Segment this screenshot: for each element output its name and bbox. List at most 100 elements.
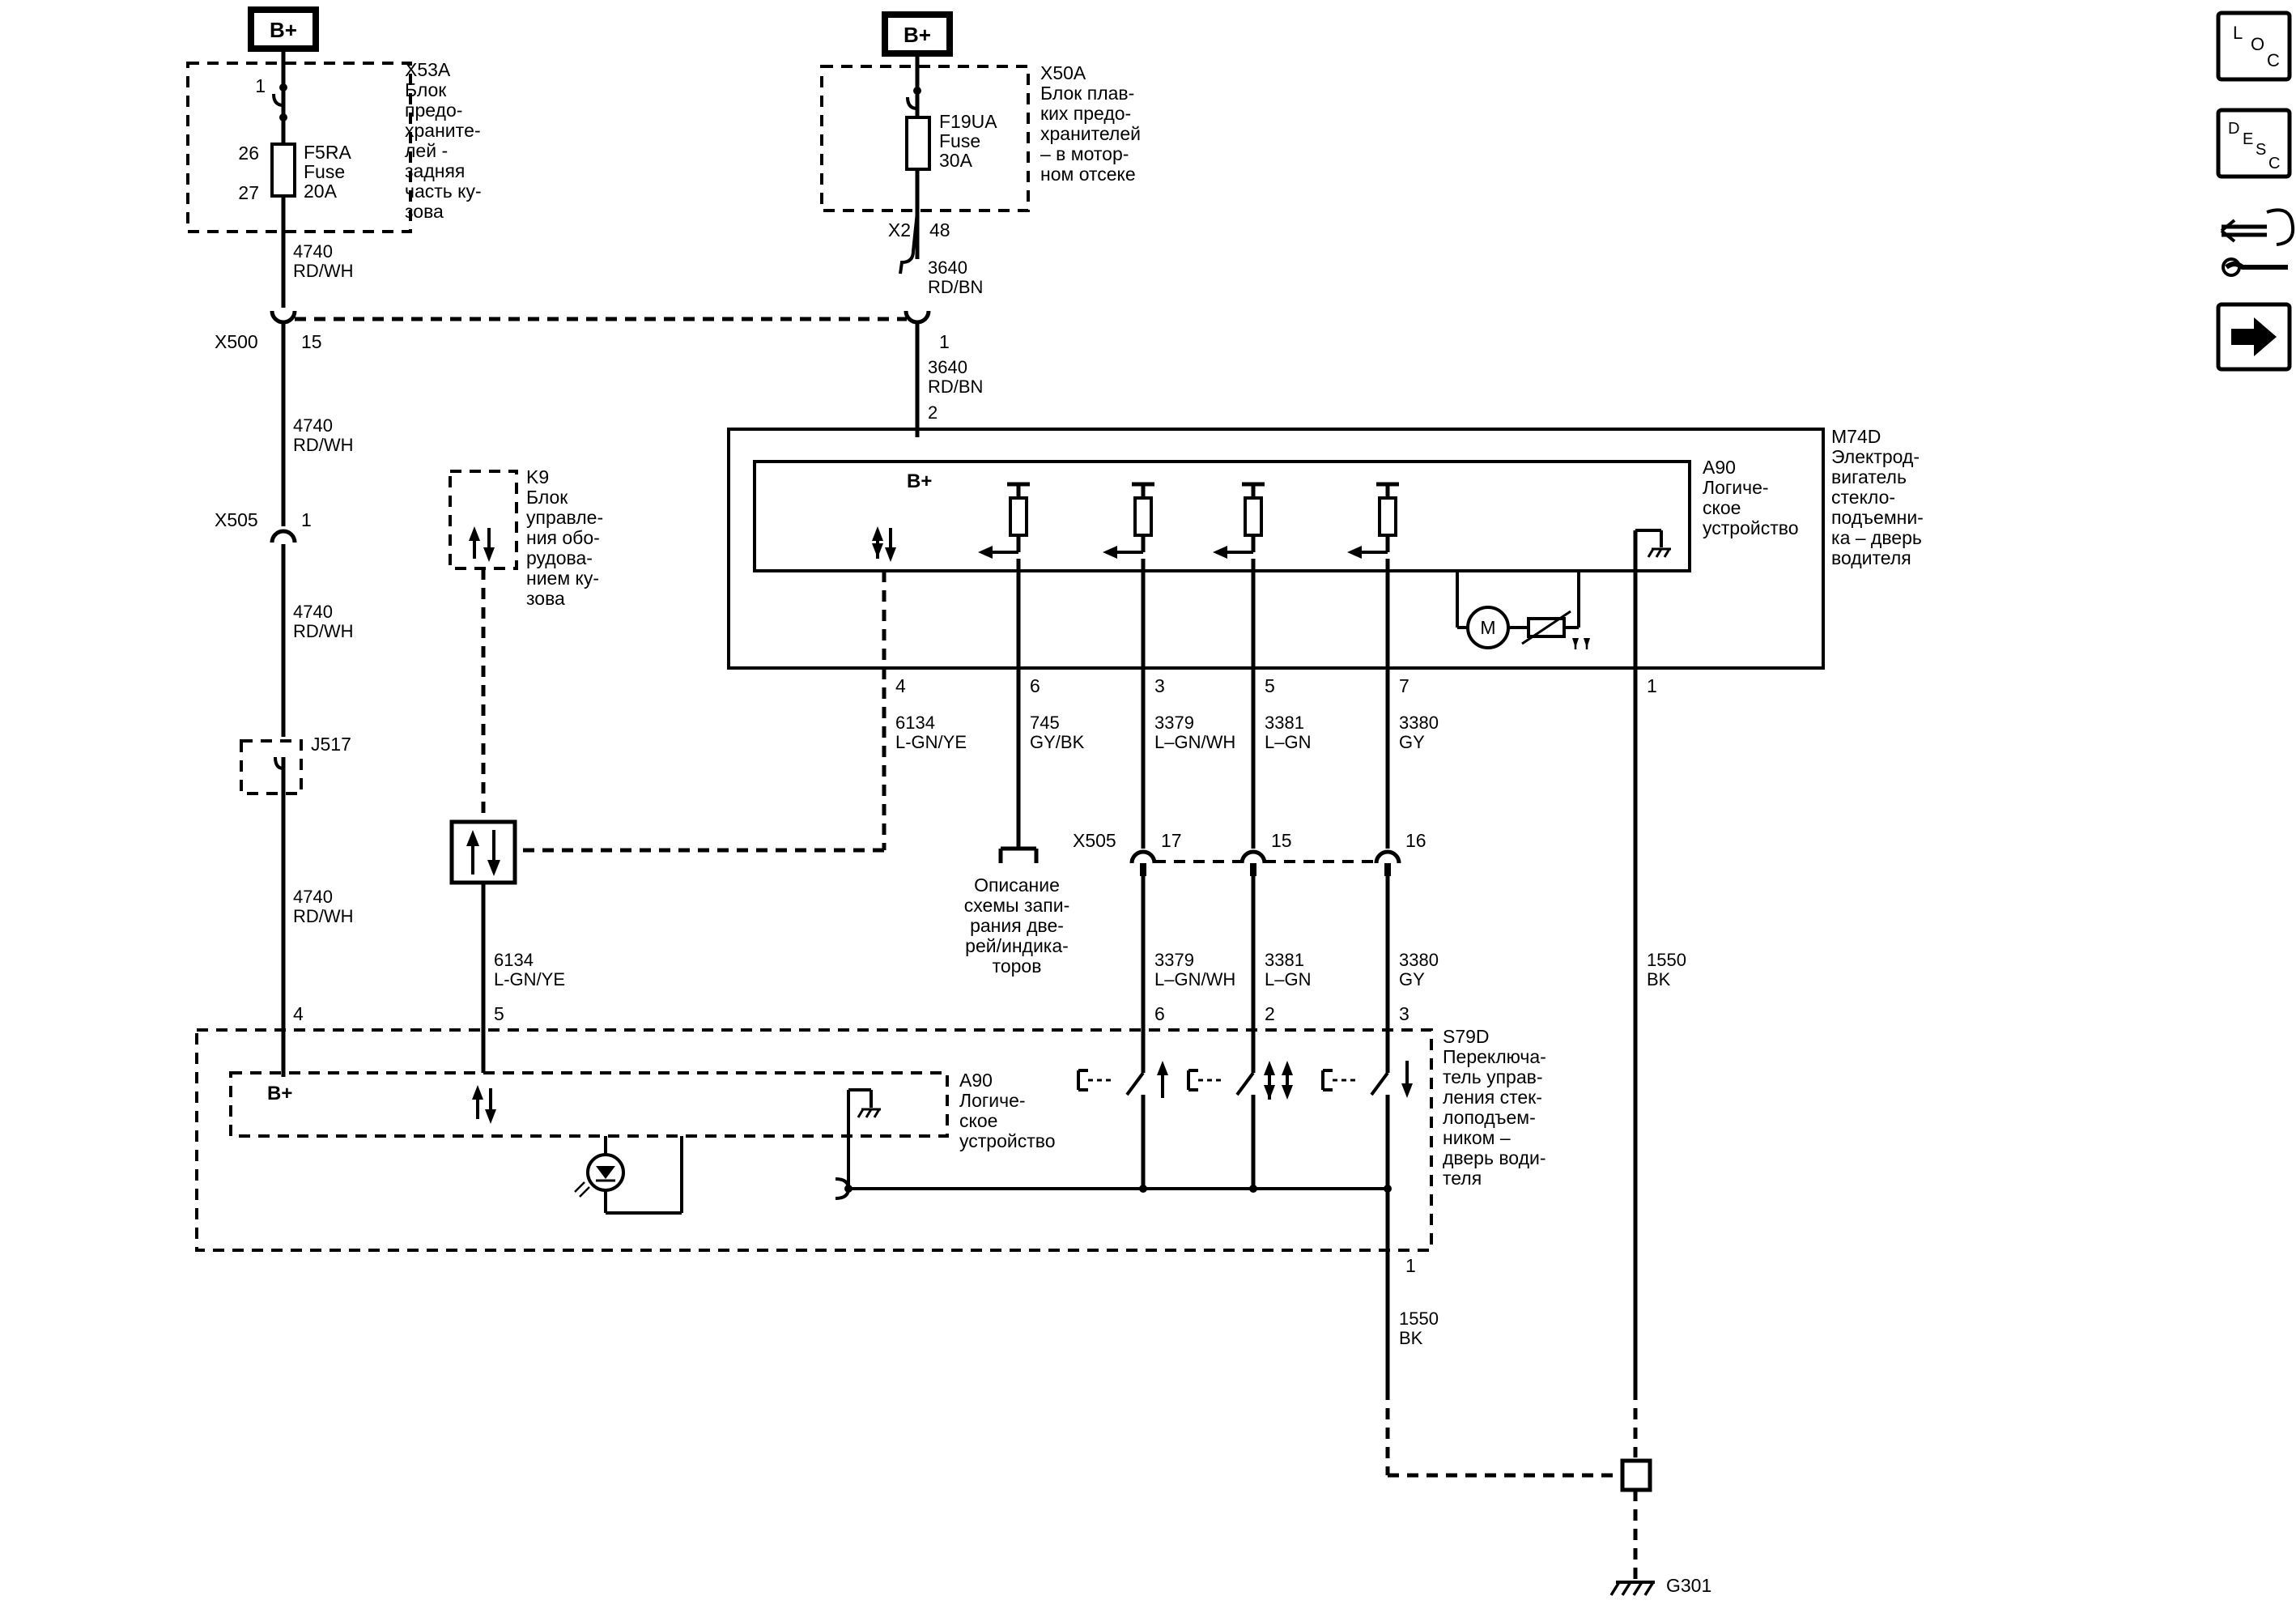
- m74d-pin-3: 3: [1154, 675, 1165, 696]
- svg-text:RD/BN: RD/BN: [928, 377, 983, 397]
- f5ra-fuse-type: Fuse: [304, 161, 345, 182]
- wire-3640-segment-1: 3640 RD/BN: [928, 257, 983, 297]
- g301-label: G301: [1666, 1575, 1711, 1596]
- x50a-fuse-block: F19UA Fuse 30A X50A Блок плав- ких предо…: [820, 53, 1141, 274]
- s79d-label: S79D: [1443, 1026, 1490, 1047]
- svg-text:торов: торов: [993, 955, 1042, 977]
- svg-text:– в мотор-: – в мотор-: [1040, 143, 1129, 164]
- input-resistor-pin-7: [1347, 482, 1399, 559]
- svg-text:3380: 3380: [1399, 713, 1439, 733]
- connector-repair-icon[interactable]: [2220, 208, 2295, 277]
- svg-text:L-GN/YE: L-GN/YE: [494, 969, 565, 989]
- svg-text:стекло-: стекло-: [1831, 487, 1895, 508]
- svg-text:ское: ское: [959, 1110, 997, 1131]
- x505-top-label: X505: [215, 509, 258, 530]
- svg-text:3640: 3640: [928, 257, 967, 278]
- next-arrow-button[interactable]: [2216, 302, 2292, 372]
- svg-text:ником –: ником –: [1443, 1127, 1511, 1148]
- x505-mid-label: X505: [1073, 830, 1116, 851]
- wire-3381-bottom: 3381 L–GN: [1251, 876, 1311, 1073]
- svg-text:L–GN: L–GN: [1265, 969, 1311, 989]
- svg-text:Описание: Описание: [974, 874, 1060, 896]
- x500-label: X500: [215, 331, 258, 352]
- svg-text:дверь води-: дверь води-: [1443, 1147, 1546, 1168]
- svg-text:RD/WH: RD/WH: [293, 435, 354, 455]
- svg-text:D: D: [2228, 120, 2239, 138]
- svg-text:BK: BK: [1647, 969, 1671, 989]
- svg-text:RD/BN: RD/BN: [928, 277, 983, 297]
- svg-text:L–GN/WH: L–GN/WH: [1154, 732, 1235, 752]
- svg-text:3640: 3640: [928, 357, 967, 377]
- k9-body-control-module: K9 Блок управле- ния обо- рудова- нием к…: [449, 466, 603, 1073]
- svg-text:предо-: предо-: [405, 100, 462, 121]
- s79d-pin-6: 6: [1154, 1003, 1165, 1024]
- svg-text:C: C: [2268, 155, 2280, 172]
- svg-text:Переключа-: Переключа-: [1443, 1046, 1546, 1067]
- svg-text:лей -: лей -: [405, 140, 448, 161]
- svg-text:устройство: устройство: [1703, 517, 1799, 538]
- svg-text:часть ку-: часть ку-: [405, 181, 482, 202]
- switch-contact-up: [1077, 1061, 1168, 1190]
- svg-text:L–GN/WH: L–GN/WH: [1154, 969, 1235, 989]
- wire-4740-segment-1: 4740 RD/WH: [293, 241, 354, 281]
- svg-text:L-GN/YE: L-GN/YE: [895, 732, 967, 752]
- wire-3379-bottom: 3379 L–GN/WH: [1141, 876, 1235, 1073]
- wire-3381-top: 3381 L–GN: [1251, 559, 1311, 849]
- svg-text:1550: 1550: [1399, 1308, 1439, 1329]
- f5ra-fuse-rating: 20A: [304, 181, 338, 202]
- wire-1550-switch-ground: 1550 BK: [1385, 1308, 1622, 1478]
- nav-desc-button[interactable]: D E S C: [2216, 108, 2292, 179]
- svg-text:O: O: [2251, 34, 2264, 54]
- j517-splice: J517: [240, 734, 351, 1077]
- svg-text:Блок: Блок: [405, 79, 447, 100]
- m74d-pin-4: 4: [895, 675, 906, 696]
- svg-text:ких предо-: ких предо-: [1040, 103, 1131, 124]
- x500-right-cup: [904, 310, 931, 437]
- x505-mid-pin-16: 16: [1405, 830, 1426, 851]
- svg-text:хранитe-: хранитe-: [405, 120, 481, 141]
- wire-4740-segment-4: 4740 RD/WH: [293, 887, 354, 926]
- svg-text:6134: 6134: [895, 713, 935, 733]
- x505-mid-pin-17: 17: [1161, 830, 1182, 851]
- svg-text:B+: B+: [270, 18, 297, 42]
- svg-text:рей/индика-: рей/индика-: [965, 935, 1069, 956]
- bplus-source-right: B+: [882, 11, 953, 57]
- svg-text:L: L: [2233, 23, 2243, 43]
- a90-top-ground-icon: [1633, 529, 1671, 672]
- m74d-pin-7: 7: [1399, 675, 1409, 696]
- m74d-pin-5: 5: [1265, 675, 1275, 696]
- nav-loc-button[interactable]: L O C: [2216, 11, 2292, 82]
- x53a-label: X53A: [405, 59, 451, 80]
- svg-text:GY: GY: [1399, 969, 1425, 989]
- f19ua-fuse-type: Fuse: [939, 130, 980, 151]
- svg-text:схемы запи-: схемы запи-: [964, 895, 1070, 916]
- svg-text:S: S: [2256, 141, 2266, 159]
- wire-1550-motor-ground: 1550 BK: [1633, 672, 1686, 1457]
- svg-text:ния обо-: ния обо-: [526, 527, 600, 548]
- svg-text:B+: B+: [904, 23, 931, 47]
- svg-text:3379: 3379: [1154, 713, 1194, 733]
- svg-text:RD/WH: RD/WH: [293, 621, 354, 641]
- m74d-description: Электрод- вигатель стекло- подъемни- ка …: [1831, 446, 1924, 568]
- a90-bottom-bplus: B+: [267, 1083, 292, 1104]
- svg-text:3381: 3381: [1265, 950, 1304, 970]
- svg-text:Электрод-: Электрод-: [1831, 446, 1920, 467]
- svg-text:устройство: устройство: [959, 1130, 1056, 1151]
- wire-3379-top: 3379 L–GN/WH: [1141, 559, 1235, 849]
- x50a-description: Блок плав- ких предо- хранителей – в мот…: [1040, 83, 1141, 185]
- x53a-description: Блок предо- хранитe- лей - задняя часть …: [405, 79, 482, 222]
- f19ua-fuse-rating: 30A: [939, 150, 973, 171]
- x53a-pin-in: 26: [238, 143, 259, 164]
- svg-text:ское: ское: [1703, 497, 1741, 518]
- m74d-pin-2: 2: [928, 402, 938, 423]
- wire-6134-to-k9: 6134 L-GN/YE: [515, 571, 967, 853]
- svg-text:теля: теля: [1443, 1168, 1482, 1189]
- svg-text:4740: 4740: [293, 887, 333, 907]
- k9-label: K9: [526, 466, 549, 487]
- svg-text:ления стек-: ления стек-: [1443, 1087, 1542, 1108]
- k9-description: Блок управле- ния обо- рудова- нием ку- …: [526, 487, 603, 609]
- switch-serial-arrows-icon: [472, 1085, 496, 1124]
- switch-contact-auto: [1187, 1061, 1293, 1190]
- svg-text:ка – дверь: ка – дверь: [1831, 527, 1922, 548]
